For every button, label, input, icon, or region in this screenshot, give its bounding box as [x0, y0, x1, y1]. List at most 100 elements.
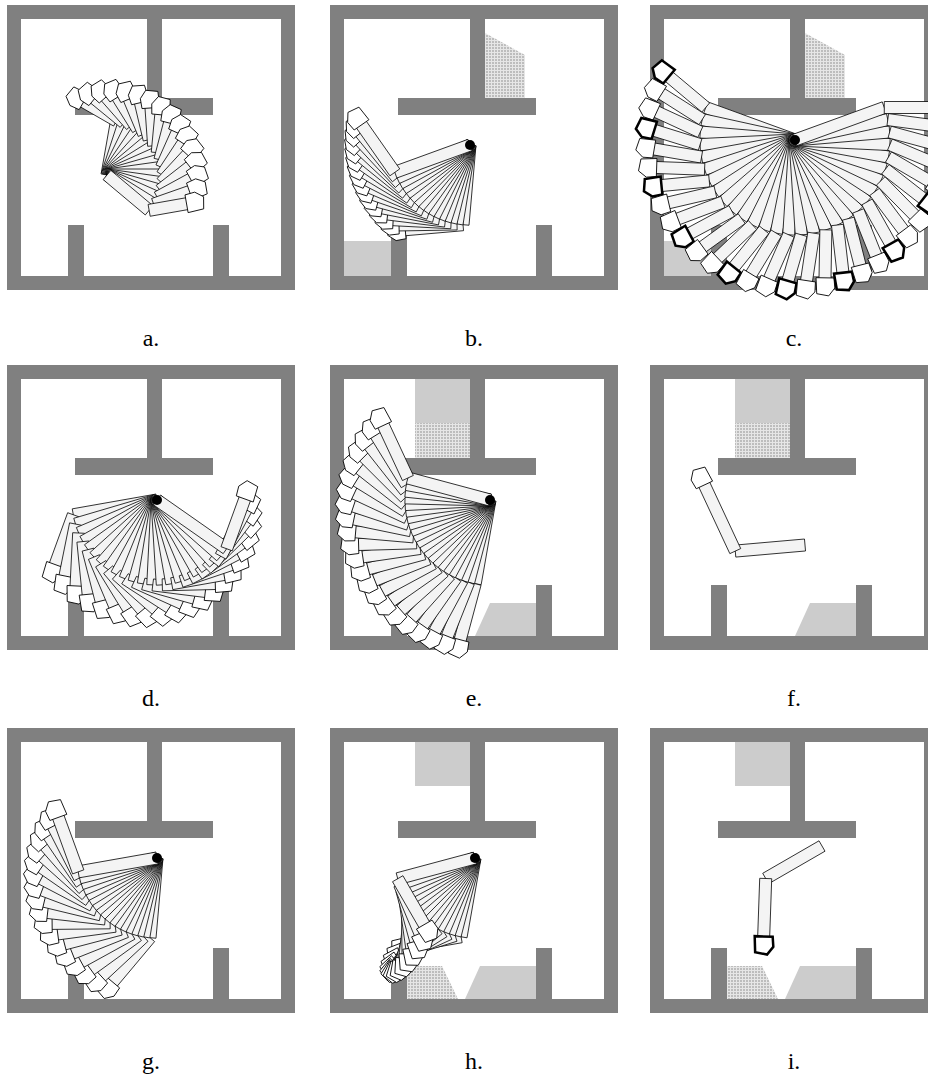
arm-base [152, 495, 162, 505]
room-panel [330, 728, 618, 1013]
wall [281, 5, 295, 290]
wall [330, 5, 344, 290]
wall [718, 458, 856, 475]
robot-arm [355, 428, 490, 506]
wall [536, 225, 552, 290]
room-panel [7, 365, 295, 650]
goal-region [344, 241, 391, 276]
wall [330, 999, 618, 1013]
start-region [485, 33, 525, 98]
wall [924, 365, 928, 650]
wall [604, 365, 618, 650]
robot-arm [348, 107, 472, 178]
panel-label: d. [111, 685, 191, 711]
wall [147, 728, 162, 828]
wall [604, 728, 618, 1013]
goal-region [465, 966, 536, 999]
wall [398, 98, 536, 115]
robot-arm [46, 800, 158, 878]
wall [718, 821, 856, 838]
robot-arm [393, 852, 477, 942]
robot-arm [153, 492, 261, 561]
wall [7, 5, 21, 290]
wall [213, 948, 229, 1013]
robot-arm [793, 98, 928, 146]
panel-label: b. [434, 325, 514, 351]
wall [75, 458, 213, 475]
goal-region [415, 379, 470, 423]
wall [470, 365, 485, 465]
start-region [805, 33, 845, 98]
wall [147, 365, 162, 465]
wall [650, 365, 664, 650]
arm-base [470, 853, 480, 863]
robot-arm [30, 829, 159, 895]
robot-arm [691, 467, 805, 557]
robot-arm [755, 841, 825, 955]
arm-base [485, 495, 495, 505]
wall [398, 458, 536, 475]
goal-region [475, 603, 536, 636]
wall [7, 999, 295, 1013]
panel-label: c. [754, 325, 834, 351]
panel-label: e. [434, 685, 514, 711]
wall [536, 948, 552, 1013]
robot-arm [153, 496, 263, 567]
arm-base [152, 853, 162, 863]
robot-arm [103, 170, 204, 216]
start-region [407, 966, 458, 999]
wall [147, 5, 162, 105]
wall [75, 821, 213, 838]
wall [7, 276, 295, 290]
panel-label: g. [111, 1048, 191, 1074]
room-panel [7, 728, 295, 1013]
wall [536, 585, 552, 650]
robot-arm [346, 115, 472, 183]
panel-label: f. [754, 685, 834, 711]
panel-label: a. [111, 325, 191, 351]
room-panel [7, 5, 295, 290]
wall [718, 98, 856, 115]
wall [650, 365, 928, 379]
room-panel [636, 5, 928, 299]
robot-arm [40, 808, 159, 883]
wall [470, 728, 485, 828]
panel-label: h. [434, 1048, 514, 1074]
wall [790, 5, 805, 105]
room-panel [650, 728, 928, 1013]
wall [7, 728, 21, 1013]
robot-arm [370, 408, 491, 506]
start-region [727, 966, 778, 999]
wall [330, 276, 618, 290]
robot-arm [395, 853, 479, 977]
wall [330, 728, 344, 1013]
arm-base [790, 135, 800, 145]
room-panel [330, 365, 618, 658]
goal-region [735, 379, 790, 423]
wall [281, 365, 295, 650]
wall [711, 585, 727, 650]
goal-region [735, 742, 790, 786]
robot-arm [362, 417, 491, 506]
goal-region [415, 742, 470, 786]
room-panel [650, 365, 928, 650]
wall [398, 821, 536, 838]
wall [856, 948, 872, 1013]
panel-label: i. [754, 1048, 834, 1074]
wall [650, 636, 928, 650]
wall [790, 365, 805, 465]
robot-arm [154, 481, 258, 554]
start-region [415, 423, 470, 458]
wall [281, 728, 295, 1013]
wall [790, 728, 805, 828]
wall [650, 999, 928, 1013]
goal-region [795, 603, 856, 636]
wall [7, 365, 21, 650]
wall [856, 585, 872, 650]
wall [711, 948, 727, 1013]
wall [68, 225, 84, 290]
arm-base [465, 140, 475, 150]
wall [650, 728, 664, 1013]
